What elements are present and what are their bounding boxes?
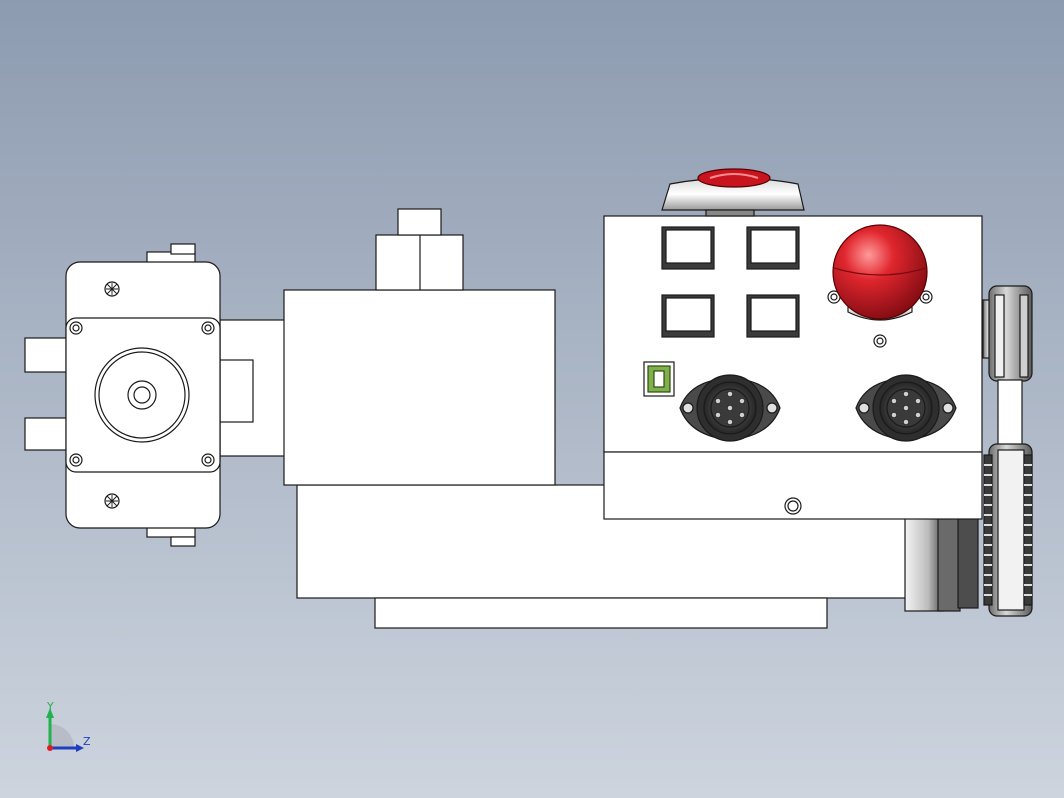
usb-b-port[interactable]: [643, 361, 675, 397]
belt-pulley-assembly[interactable]: [904, 285, 1033, 617]
motor-bracket[interactable]: [219, 319, 287, 457]
aviation-connector-2[interactable]: [855, 374, 957, 442]
top-indicator-lamp[interactable]: [661, 168, 805, 217]
y-axis-label: Y: [46, 700, 54, 713]
origin-icon: [47, 745, 53, 751]
switch-2[interactable]: [746, 226, 800, 270]
switch-4[interactable]: [746, 294, 800, 338]
emergency-stop-button[interactable]: [827, 224, 933, 348]
aviation-connector-1[interactable]: [679, 374, 781, 442]
main-housing[interactable]: [283, 208, 556, 486]
view-triad[interactable]: Y Z: [46, 700, 91, 752]
switch-1[interactable]: [661, 226, 715, 270]
triad-quarter-disc: [50, 724, 74, 748]
z-axis-label: Z: [83, 735, 91, 748]
switch-3[interactable]: [661, 294, 715, 338]
stepper-motor[interactable]: [24, 243, 221, 547]
housing-top-stud: [397, 208, 442, 236]
